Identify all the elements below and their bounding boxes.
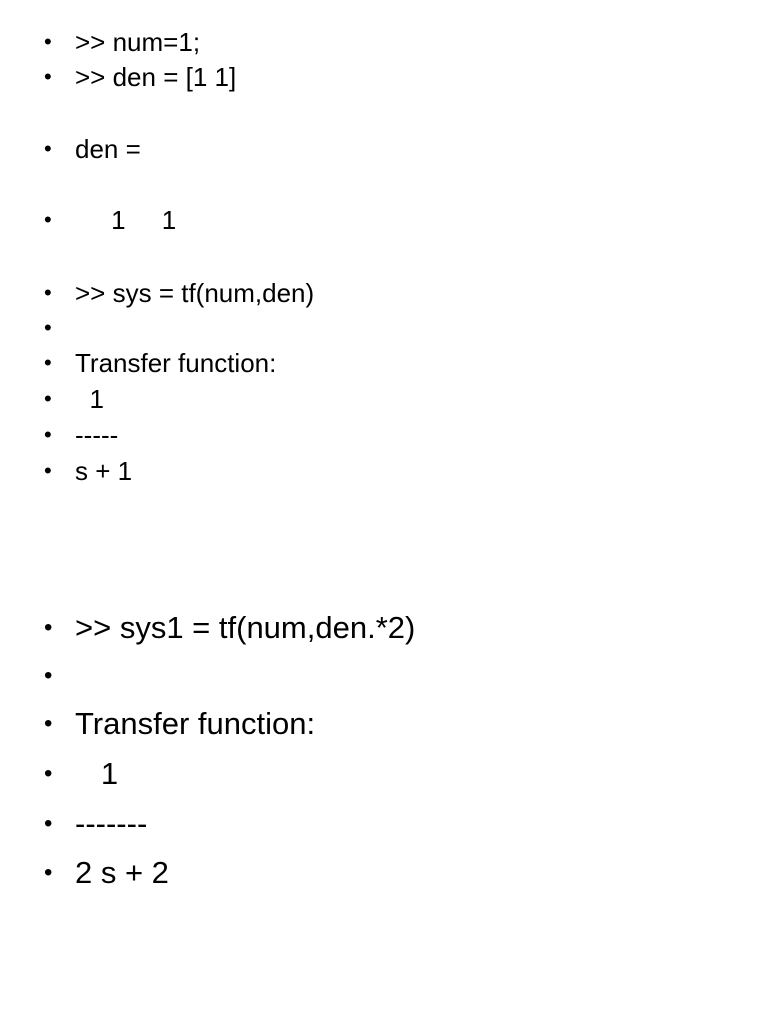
code-line: 2 s + 2 <box>75 855 169 890</box>
code-line: 1 <box>75 756 119 791</box>
bullet: • <box>44 810 53 837</box>
code-line: ----- <box>75 420 119 450</box>
list-item: • Transfer function: <box>0 348 768 468</box>
bullet: • <box>44 136 52 161</box>
list-item: • Transfer function: <box>0 706 768 850</box>
list-item: • ------- <box>0 806 768 950</box>
list-item: • <box>0 658 768 802</box>
list-item: • s + 1 <box>0 456 768 576</box>
bullet: • <box>44 350 52 375</box>
bullet: • <box>44 207 52 232</box>
list-item: • 2 s + 2 <box>0 855 768 999</box>
code-line: den = <box>75 134 141 164</box>
bullet: • <box>44 458 52 483</box>
bullet: • <box>44 315 52 340</box>
list-item: • den = <box>0 134 768 254</box>
code-line: s + 1 <box>75 456 133 486</box>
code-line: >> sys = tf(num,den) <box>75 278 315 308</box>
code-line: >> den = [1 1] <box>75 62 237 92</box>
code-line: Transfer function: <box>75 706 316 741</box>
list-item: • <box>0 313 768 433</box>
code-line: Transfer function: <box>75 348 277 378</box>
list-item: • >> den = [1 1] <box>0 62 768 182</box>
list-item: • >> sys1 = tf(num,den.*2) <box>0 610 768 754</box>
list-item: • 1 <box>0 756 768 900</box>
bullet: • <box>44 662 53 689</box>
bullet: • <box>44 64 52 89</box>
list-item: • >> sys = tf(num,den) <box>0 278 768 398</box>
code-line: >> num=1; <box>75 27 201 57</box>
bullet: • <box>44 614 53 641</box>
list-item: • 1 <box>0 384 768 504</box>
list-item: • ----- <box>0 420 768 540</box>
code-line: 1 <box>75 384 104 414</box>
bullet: • <box>44 386 52 411</box>
bullet: • <box>44 280 52 305</box>
list-item: • >> num=1; <box>0 27 768 147</box>
bullet: • <box>44 710 53 737</box>
bullet: • <box>44 422 52 447</box>
bullet: • <box>44 760 53 787</box>
bullet: • <box>44 29 52 54</box>
code-line: 1 1 <box>75 205 177 235</box>
code-line: >> sys1 = tf(num,den.*2) <box>75 610 416 645</box>
list-item: • 1 1 <box>0 205 768 325</box>
code-line: ------- <box>75 806 148 841</box>
bullet: • <box>44 859 53 886</box>
